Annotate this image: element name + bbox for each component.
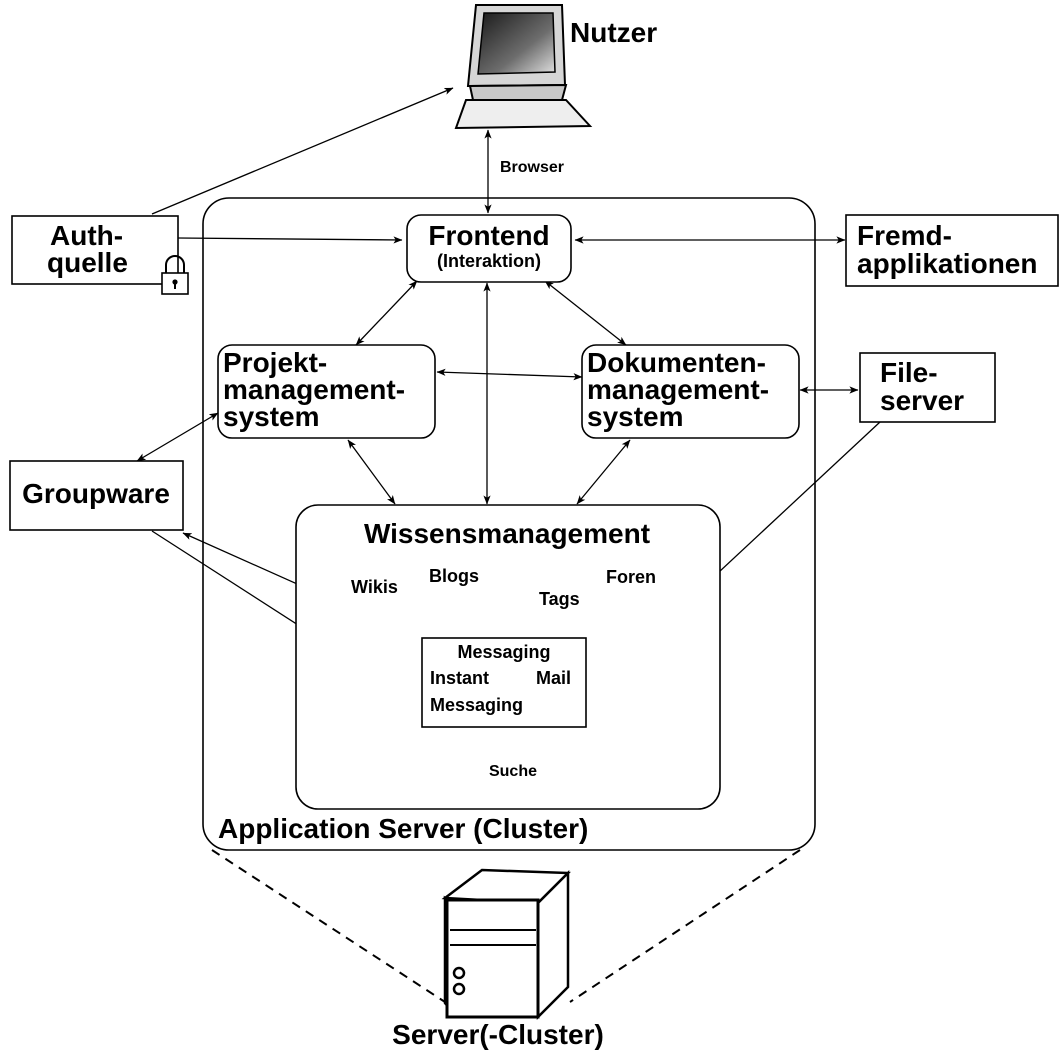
messaging-mail: Mail <box>536 668 571 688</box>
server-dashed-right <box>569 849 801 1003</box>
external-apps-box <box>845 214 1059 287</box>
arrow-frontend-project <box>355 280 418 346</box>
arrow-groupware-project <box>136 412 219 462</box>
frontend-box <box>406 214 572 283</box>
fileserver-line1: File- <box>880 357 938 388</box>
arrow-document-knowledge <box>576 439 631 505</box>
groupware-box <box>9 460 184 531</box>
document-management-box <box>581 344 800 439</box>
external-apps-line2: applikationen <box>857 248 1037 279</box>
knowledge-blogs: Blogs <box>429 566 479 586</box>
document-management-line1: Dokumenten- <box>587 347 766 378</box>
padlock-icon <box>161 255 189 295</box>
fileserver-box <box>859 352 996 423</box>
arrow-auth-to-frontend <box>177 236 403 244</box>
arrow-frontend-document <box>544 280 627 346</box>
messaging-messaging2: Messaging <box>430 695 523 715</box>
messaging-box <box>421 637 587 728</box>
knowledge-management-title: Wissensmanagement <box>364 518 650 549</box>
server-dashed-left <box>211 849 446 1003</box>
auth-source-box <box>11 215 179 285</box>
project-management-line1: Projekt- <box>223 347 327 378</box>
project-management-line3: system <box>223 401 320 432</box>
auth-source-line2: quelle <box>47 247 128 278</box>
knowledge-foren: Foren <box>606 567 656 587</box>
auth-source-line1: Auth- <box>50 220 123 251</box>
messaging-title: Messaging <box>457 642 550 662</box>
browser-label: Browser <box>500 159 564 176</box>
search-label: Suche <box>489 763 537 780</box>
application-server-label: Application Server (Cluster) <box>218 813 588 844</box>
document-management-line3: system <box>587 401 684 432</box>
document-management-line2: management- <box>587 374 769 405</box>
knowledge-tags: Tags <box>539 589 580 609</box>
user-label: Nutzer <box>570 17 657 48</box>
computer-monitor-icon <box>454 4 593 130</box>
project-management-line2: management- <box>223 374 405 405</box>
arrow-project-knowledge <box>347 439 396 505</box>
fileserver-line2: server <box>880 385 964 416</box>
groupware-label: Groupware <box>22 478 170 509</box>
messaging-instant: Instant <box>430 668 489 688</box>
arrow-project-document <box>436 368 583 381</box>
frontend-subtitle: (Interaktion) <box>437 251 541 271</box>
server-cluster-label: Server(-Cluster) <box>392 1019 604 1050</box>
arrow-auth-to-user <box>151 87 454 215</box>
project-management-box <box>217 344 436 439</box>
external-apps-line1: Fremd- <box>857 220 952 251</box>
knowledge-wikis: Wikis <box>351 577 398 597</box>
server-tower-icon <box>441 868 571 1021</box>
frontend-title: Frontend <box>428 220 549 251</box>
